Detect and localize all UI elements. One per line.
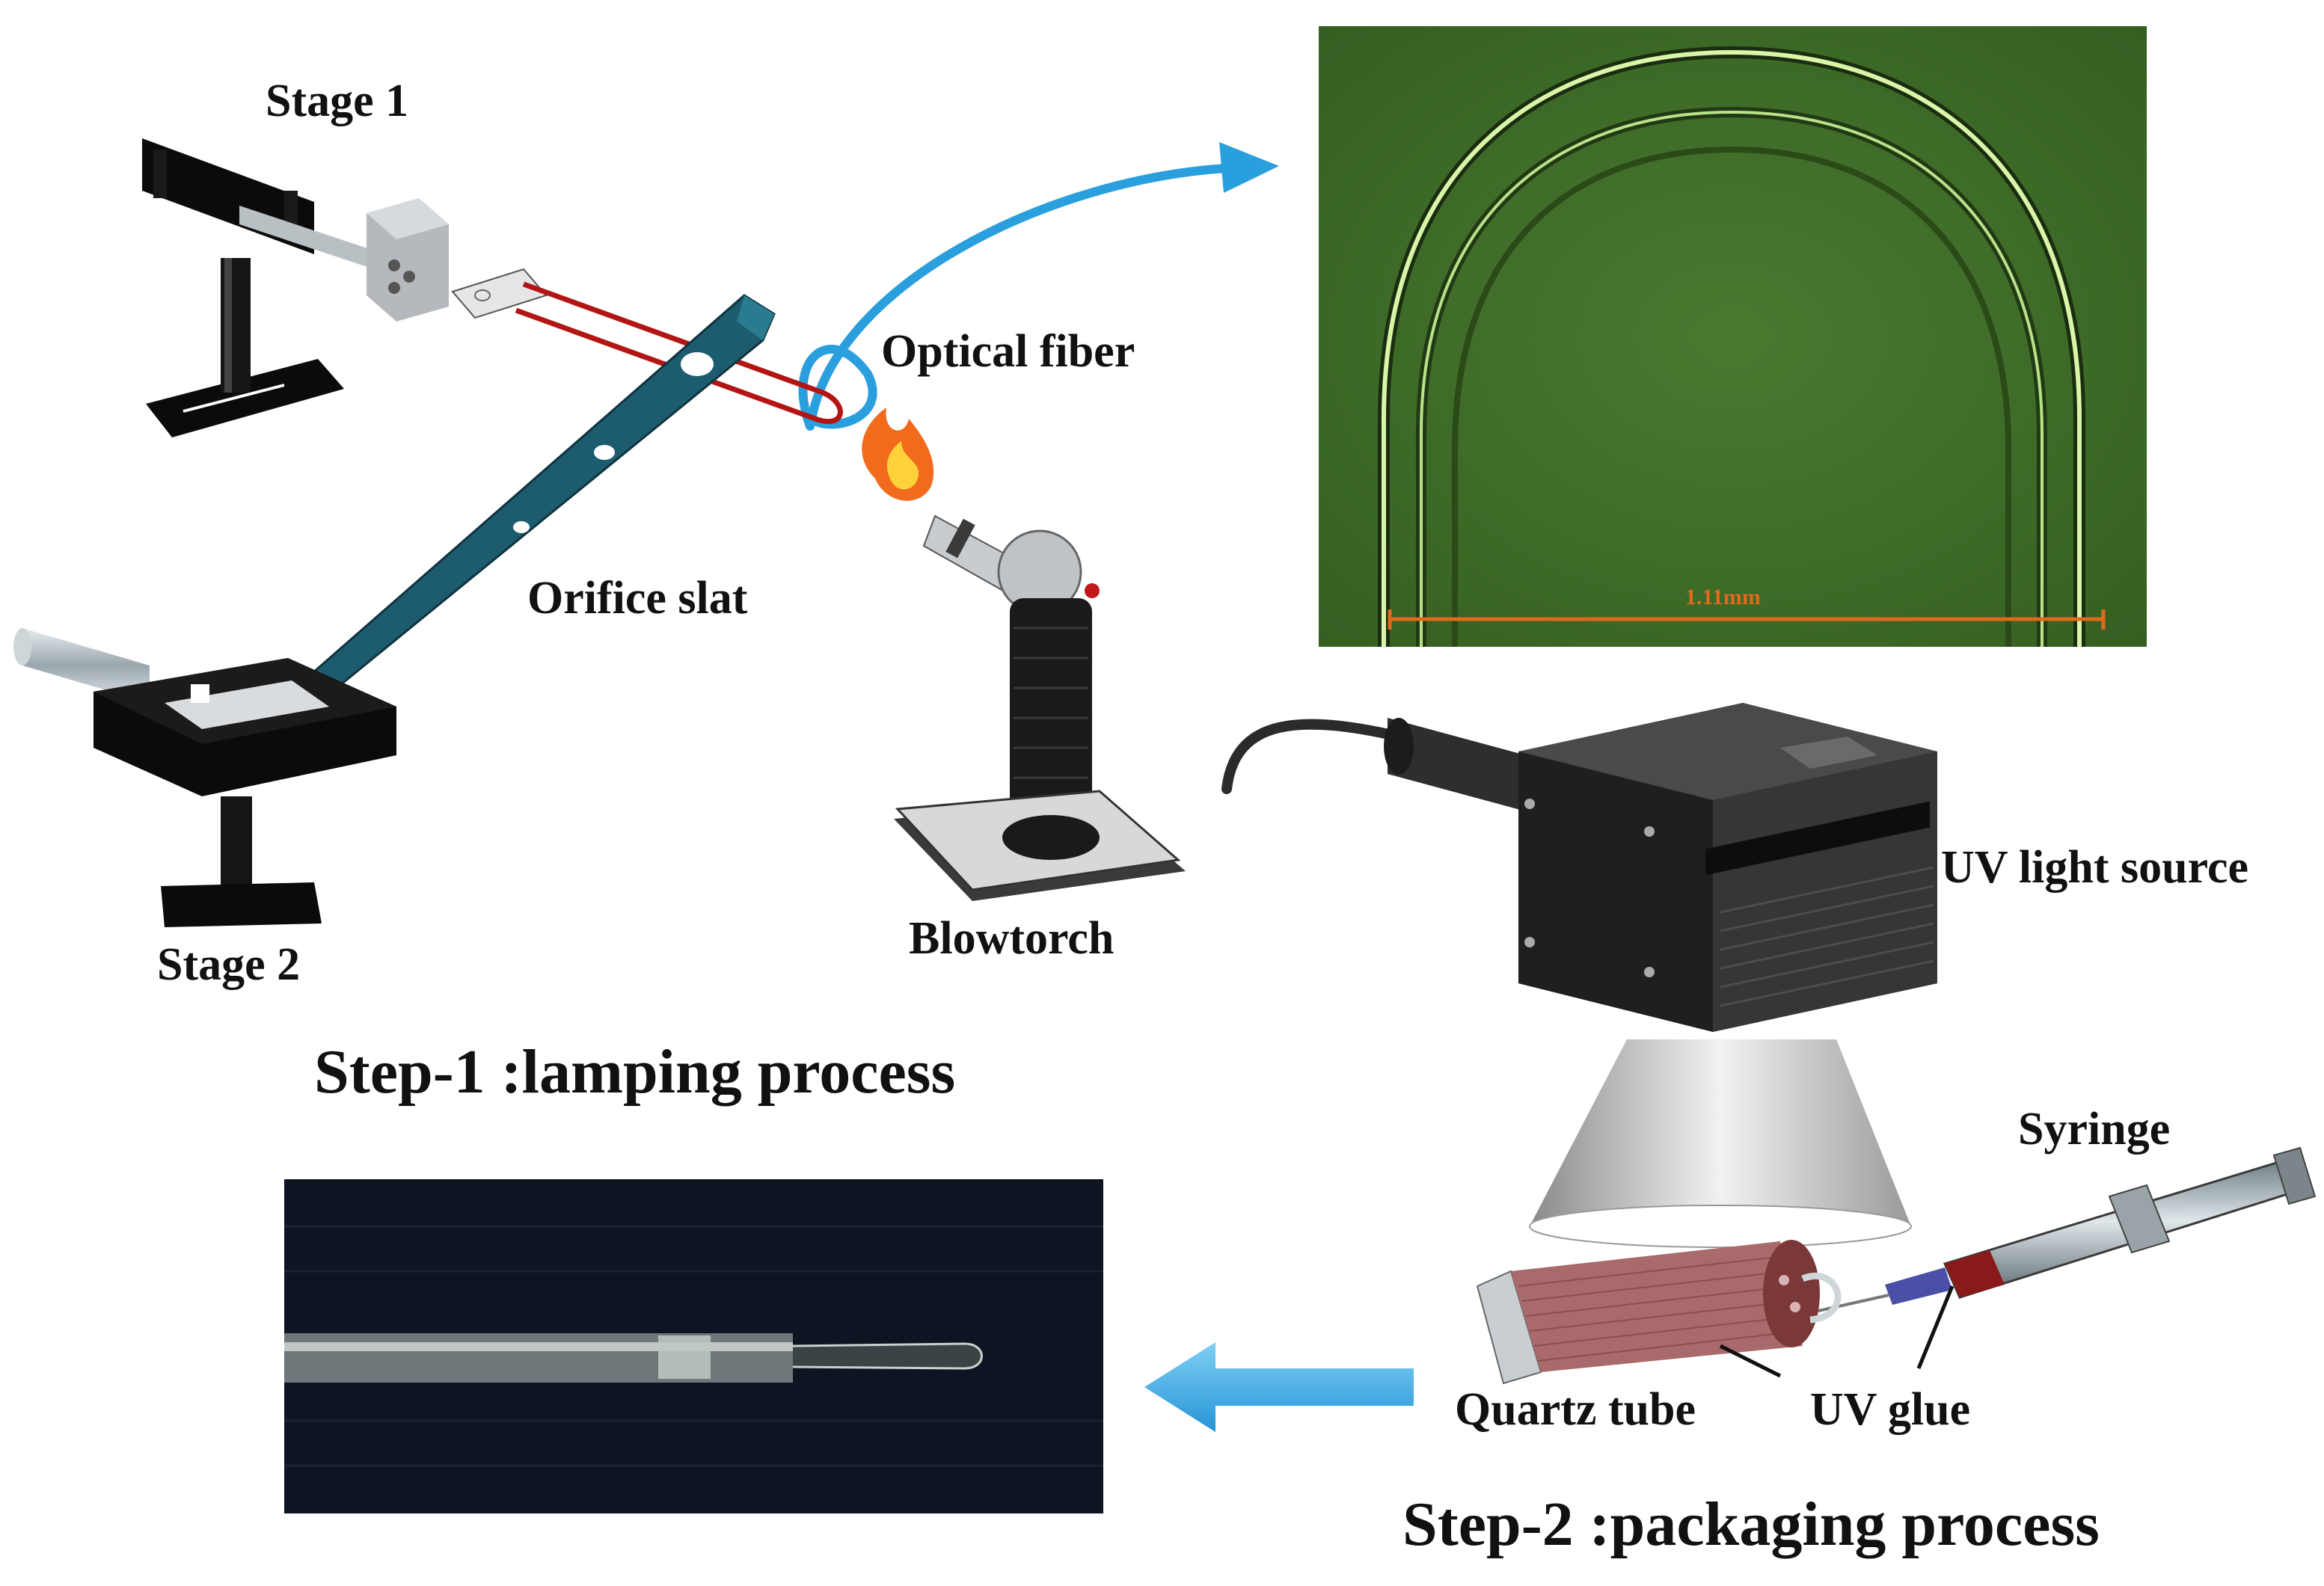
step-2-title: Step-2 :packaging process xyxy=(1402,1490,2100,1559)
stage-1-label: Stage 1 xyxy=(266,76,409,126)
optical-fiber-loop xyxy=(515,281,843,425)
left-arrow xyxy=(1144,1342,1414,1432)
step-1-title: Step-1 :lamping process xyxy=(314,1037,956,1107)
packaged-fiber-photo xyxy=(284,1179,1103,1513)
blowtorch-label: Blowtorch xyxy=(909,913,1115,964)
uv-light-source xyxy=(1221,703,1937,1248)
scale-bar xyxy=(1388,609,2106,630)
syringe-label: Syringe xyxy=(2018,1104,2171,1155)
blowtorch xyxy=(894,514,1186,901)
stage-1 xyxy=(142,138,548,437)
fiber-micrograph xyxy=(1319,26,2147,647)
optical-fiber-label: Optical fiber xyxy=(881,326,1135,377)
quartz-tube-label: Quartz tube xyxy=(1455,1384,1696,1435)
uv-glue-label: UV glue xyxy=(1810,1384,1971,1435)
curved-arrow xyxy=(798,142,1279,431)
syringe xyxy=(1794,1146,2317,1318)
quartz-tube xyxy=(1476,1240,1954,1385)
stage-2 xyxy=(13,628,396,927)
orifice-slat-label: Orifice slat xyxy=(527,573,748,624)
orifice-slat xyxy=(263,294,776,723)
flame-icon xyxy=(862,408,934,501)
scale-bar-label: 1.11mm xyxy=(1685,585,1761,609)
uv-light-source-label: UV light source xyxy=(1941,842,2249,893)
stage-2-label: Stage 2 xyxy=(157,939,301,990)
